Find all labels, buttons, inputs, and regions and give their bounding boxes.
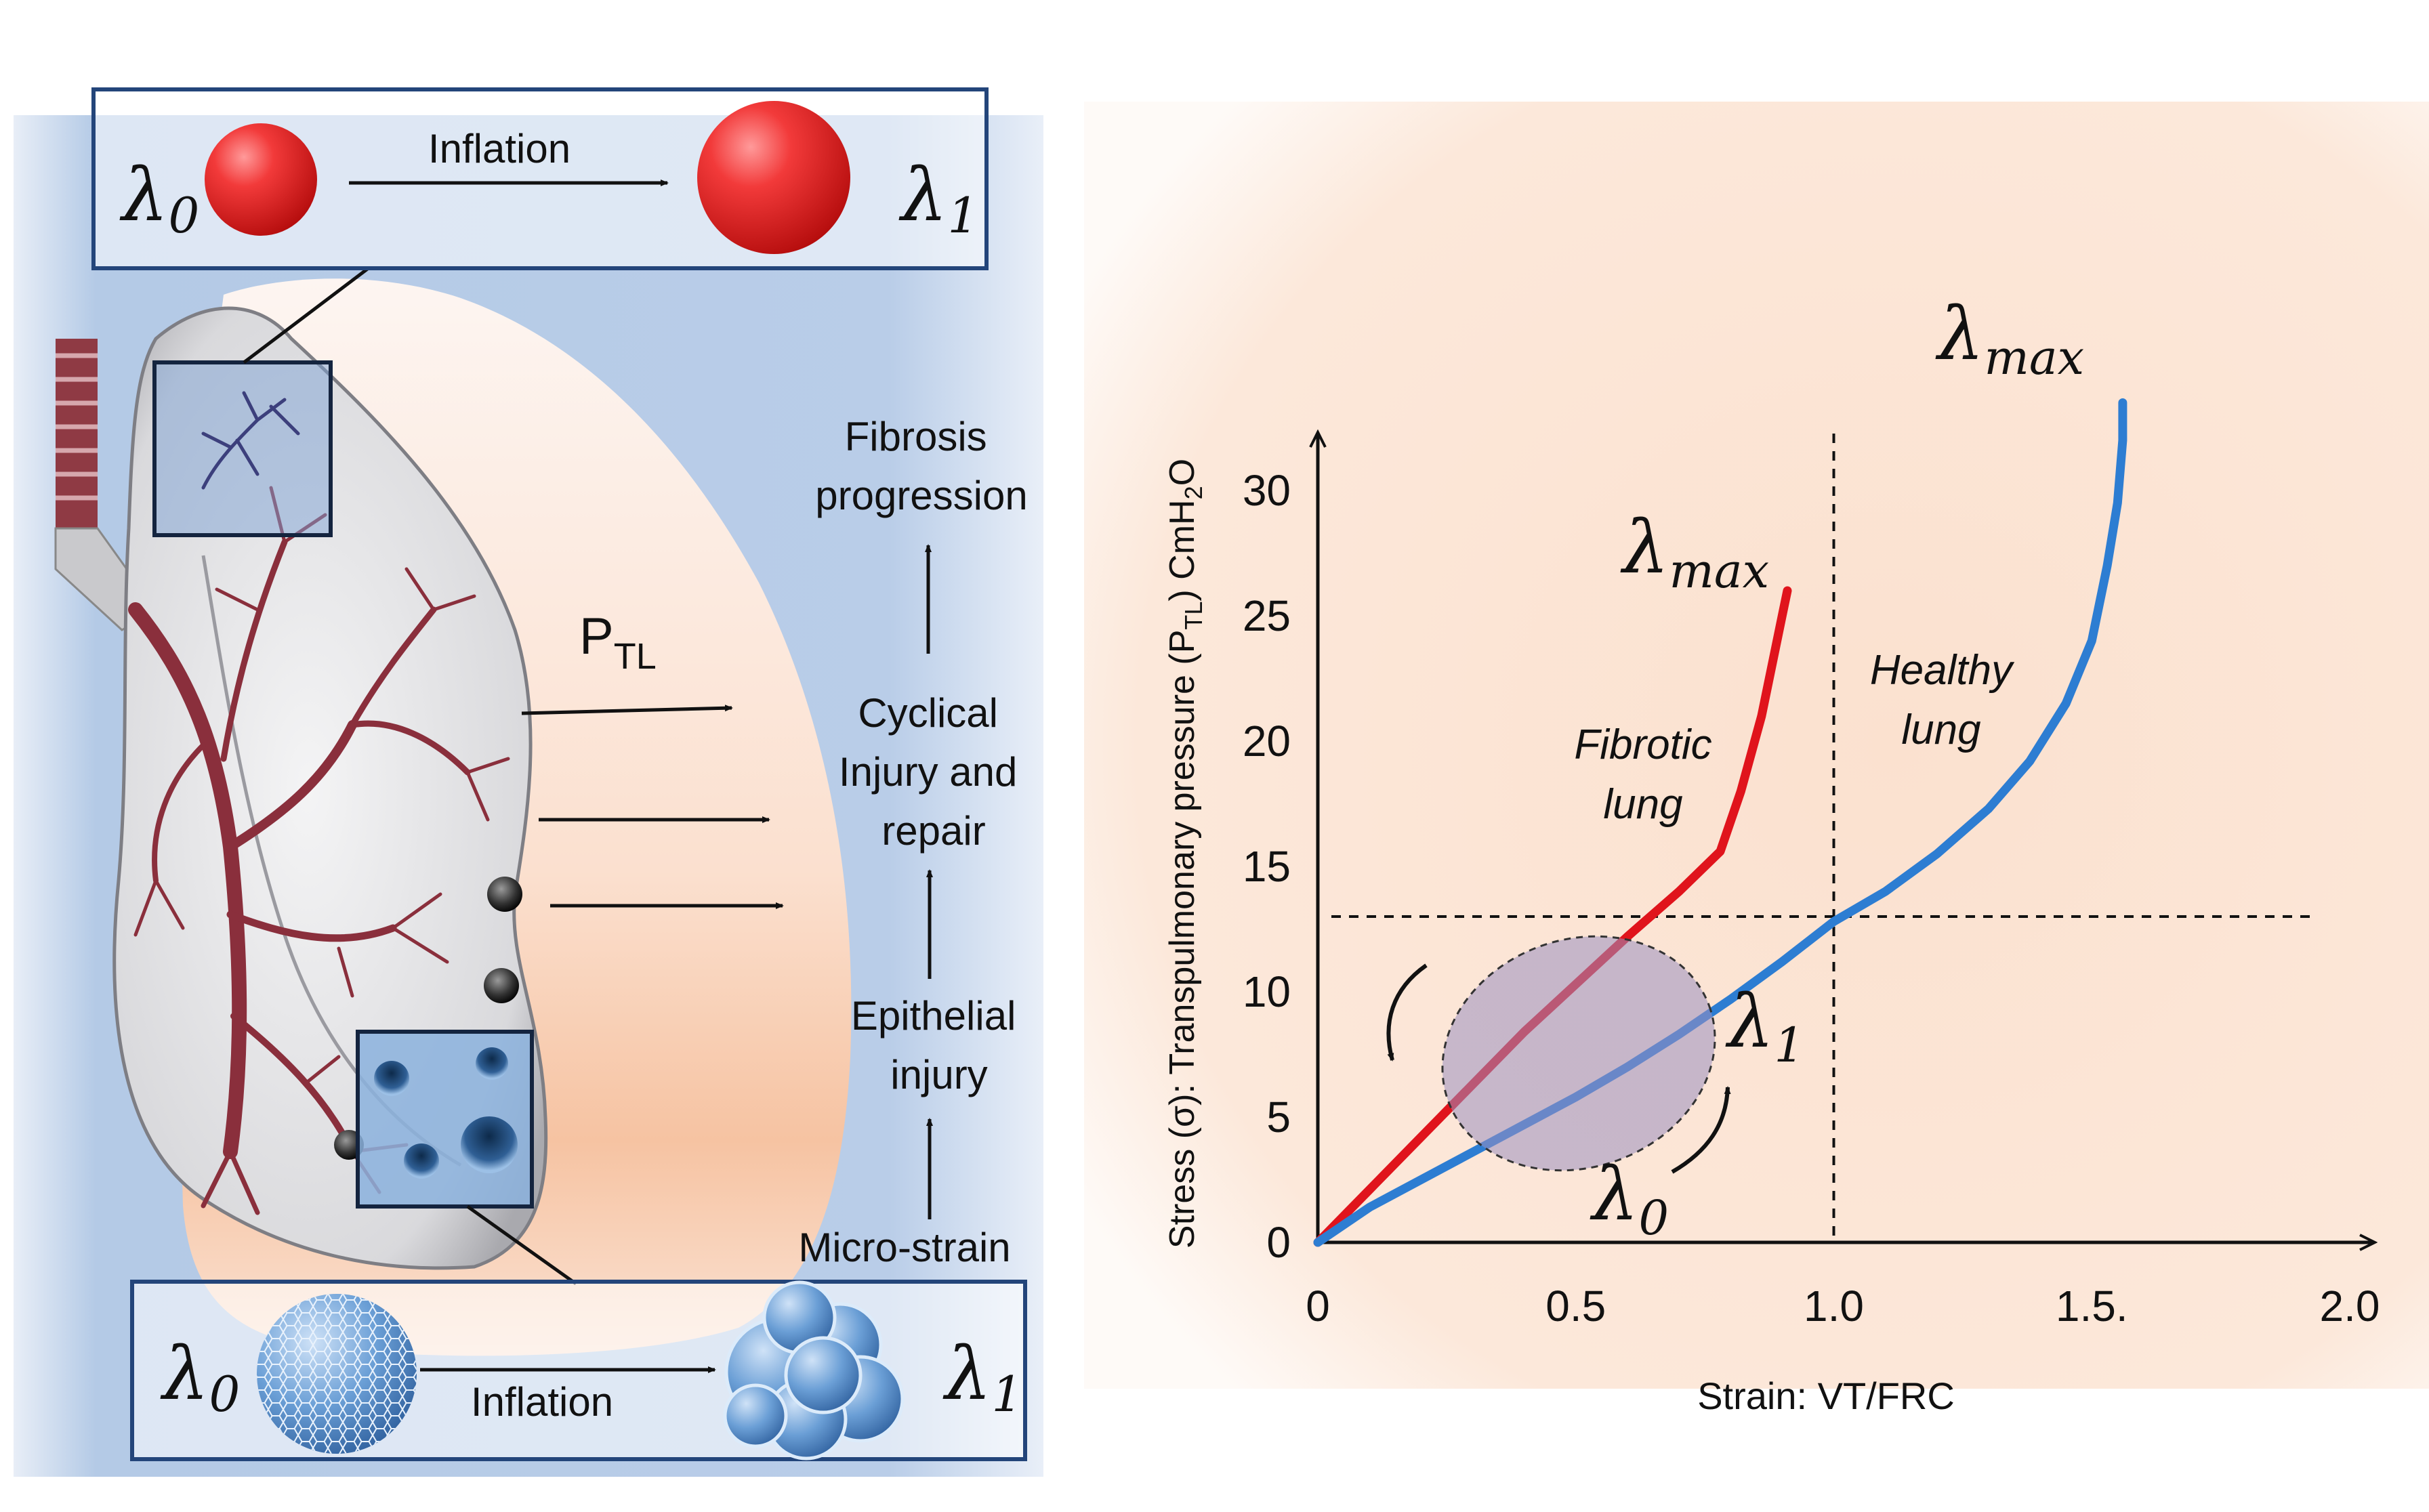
cycle-arrow-down [1386,963,1428,1062]
y-tick-label: 30 [1243,466,1291,515]
lambda-max-fibrotic: λmax [1620,505,1769,599]
x-tick-label: 0 [1306,1282,1330,1330]
alveolus-hole-2 [476,1047,508,1080]
small-alveolus [257,1294,417,1454]
flow-epithelial: Epithelial injury [851,993,1027,1097]
bottom-lambda0: λ0 [160,1332,240,1423]
x-tick-label: 1.0 [1804,1282,1864,1330]
top-lambda0: λ0 [119,153,199,244]
lung-lobe [112,306,548,1270]
x-tick-label: 1.5. [2056,1282,2128,1330]
y-axis-label: Stress (σ): Transpulmonary pressure (PTL… [1163,459,1207,1248]
connector-upper [243,266,371,364]
cycle-arrow-up [1671,1086,1731,1174]
ptl-arrow-1 [521,705,733,715]
y-tick-label: 10 [1243,967,1291,1016]
left-panel: PTL Fibrosis progression Cyclical Injury… [14,87,1043,1477]
injury-flow: Fibrosis progression Cyclical Injury and… [798,414,1029,1270]
strain-cycle-ellipse [1441,935,1716,1172]
lambda-0-annotation: λ0 [1590,1152,1669,1246]
connector-lower [466,1204,577,1286]
zoom-upper-branches [201,391,300,490]
x-tick-label: 2.0 [2320,1282,2380,1330]
fibrotic-lung-curve [1313,586,1792,1247]
y-tick-label: 15 [1243,842,1291,891]
x-axis-label: Strain: VT/FRC [1697,1374,1955,1417]
y-tick-label: 0 [1266,1218,1291,1267]
large-balloon [697,101,850,254]
alveolus-hole-1 [374,1061,409,1096]
flow-microstrain: Micro-strain [798,1225,1010,1270]
bottom-lambda1: λ1 [942,1332,1022,1423]
top-inflation-box: λ0 Inflation λ1 [91,87,989,270]
ptl-label: PTL [579,608,657,677]
lambda-max-healthy: λmax [1935,292,2084,385]
flow-fibrosis: Fibrosis progression [815,414,1028,518]
top-inflation-label: Inflation [428,126,570,171]
bottom-inflation-label: Inflation [471,1379,613,1425]
alveolus-hole-3 [461,1116,518,1173]
small-balloon [205,123,317,236]
lambda-1-annotation: λ1 [1725,980,1804,1073]
alveolus-hole-4 [404,1143,439,1179]
y-tick-label: 25 [1243,591,1291,640]
bronchial-tree [128,486,510,1215]
bottom-inflation-box: λ0 Inflation λ1 [130,1280,1027,1461]
large-alveolus [723,1280,905,1461]
nodule-2 [484,968,519,1003]
top-lambda1: λ1 [898,153,978,244]
x-tick-label: 0.5 [1545,1282,1606,1330]
y-tick-label: 20 [1243,717,1291,765]
y-tick-label: 5 [1266,1093,1291,1141]
flow-cyclical: Cyclical Injury and repair [839,690,1029,854]
nodule-1 [487,877,522,912]
